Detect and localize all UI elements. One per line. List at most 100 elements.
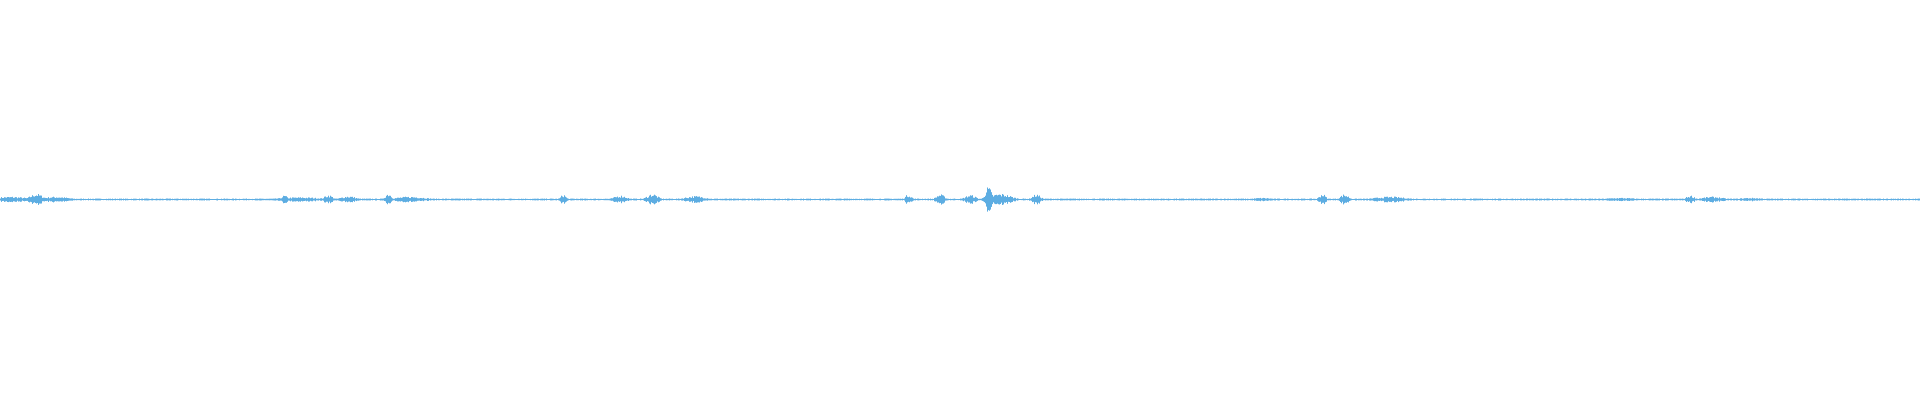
waveform-sample <box>1176 198 1177 201</box>
waveform-sample <box>1462 198 1463 201</box>
waveform-sample <box>1300 199 1301 200</box>
waveform-sample <box>988 188 989 211</box>
waveform-sample <box>178 198 179 201</box>
waveform-sample <box>411 197 412 202</box>
waveform-sample <box>1236 198 1237 201</box>
waveform-sample <box>540 198 541 201</box>
waveform-sample <box>999 194 1000 205</box>
waveform-sample <box>1234 198 1235 201</box>
waveform-sample <box>1908 198 1909 201</box>
waveform-sample <box>84 199 85 200</box>
waveform-sample <box>987 187 988 212</box>
waveform-sample <box>958 199 959 201</box>
waveform-sample <box>1687 197 1688 202</box>
waveform-sample <box>154 199 155 201</box>
waveform-sample <box>562 196 563 203</box>
waveform-sample <box>1662 198 1663 201</box>
waveform-sample <box>964 198 965 201</box>
waveform-sample <box>1087 199 1088 200</box>
waveform-sample <box>509 198 510 201</box>
waveform-sample <box>1661 199 1662 200</box>
waveform-sample <box>913 198 914 201</box>
waveform-sample <box>432 198 433 201</box>
waveform-sample <box>1313 198 1314 201</box>
waveform-sample <box>1680 198 1681 201</box>
waveform-sample <box>950 198 951 201</box>
waveform-sample <box>1827 199 1828 200</box>
waveform-sample <box>512 198 513 201</box>
waveform-sample <box>787 198 788 201</box>
waveform-sample <box>708 198 709 201</box>
waveform-sample <box>1670 198 1671 201</box>
waveform-sample <box>102 199 103 200</box>
waveform-sample <box>790 199 791 200</box>
waveform-sample <box>152 198 153 201</box>
waveform-sample <box>423 197 424 202</box>
waveform-sample <box>1903 198 1904 201</box>
waveform-sample <box>6 197 7 202</box>
waveform-sample <box>776 199 777 200</box>
waveform-sample <box>215 199 216 200</box>
waveform-sample <box>699 196 700 203</box>
waveform-sample <box>1530 198 1531 201</box>
waveform-sample <box>1851 198 1852 201</box>
waveform-sample <box>1750 198 1751 201</box>
waveform-sample <box>1271 198 1272 201</box>
waveform-sample <box>1821 198 1822 201</box>
waveform-sample <box>1071 198 1072 201</box>
waveform-sample <box>533 198 534 201</box>
waveform-sample <box>1187 199 1188 200</box>
waveform-sample <box>1267 198 1268 201</box>
waveform-sample <box>645 197 646 202</box>
waveform-sample <box>11 197 12 202</box>
waveform-sample <box>912 197 913 202</box>
waveform-sample <box>232 198 233 201</box>
waveform-sample <box>1125 198 1126 201</box>
waveform-sample <box>1564 198 1565 201</box>
waveform-sample <box>466 198 467 201</box>
waveform-sample <box>115 198 116 201</box>
waveform-sample <box>1748 198 1749 201</box>
waveform-sample <box>1311 198 1312 201</box>
waveform-sample <box>389 195 390 204</box>
waveform-sample <box>1561 198 1562 201</box>
waveform-sample <box>1082 198 1083 201</box>
waveform-sample <box>630 198 631 201</box>
waveform-sample <box>1836 198 1837 201</box>
waveform-sample <box>682 198 683 201</box>
waveform-sample <box>1764 198 1765 201</box>
waveform-sample <box>556 198 557 201</box>
waveform-sample <box>361 199 362 200</box>
waveform-sample <box>1330 198 1331 201</box>
waveform-sample <box>1436 198 1437 201</box>
waveform-sample <box>264 198 265 201</box>
waveform-sample <box>1884 199 1885 200</box>
waveform-sample <box>824 199 825 200</box>
waveform-sample <box>1510 198 1511 201</box>
waveform-sample <box>447 198 448 201</box>
waveform-sample <box>793 198 794 200</box>
waveform-sample <box>822 198 823 201</box>
waveform-sample <box>1037 194 1038 205</box>
waveform-sample <box>153 198 154 201</box>
waveform-sample <box>396 198 397 201</box>
waveform-sample <box>1857 198 1858 201</box>
waveform-sample <box>852 199 853 200</box>
waveform-sample <box>1215 198 1216 201</box>
waveform-sample <box>193 198 194 201</box>
waveform-sample <box>1080 199 1081 200</box>
waveform-sample <box>1722 198 1723 201</box>
waveform-sample <box>1053 198 1054 201</box>
waveform-sample <box>1562 198 1563 200</box>
waveform-sample <box>855 198 856 201</box>
waveform-sample <box>107 199 108 201</box>
waveform-sample <box>1148 198 1149 201</box>
waveform-sample <box>587 198 588 201</box>
waveform-sample <box>1387 196 1388 203</box>
waveform-sample <box>25 198 26 201</box>
waveform-sample <box>814 198 815 201</box>
waveform-sample <box>300 197 301 202</box>
waveform-sample <box>1469 199 1470 201</box>
waveform-sample <box>128 199 129 201</box>
